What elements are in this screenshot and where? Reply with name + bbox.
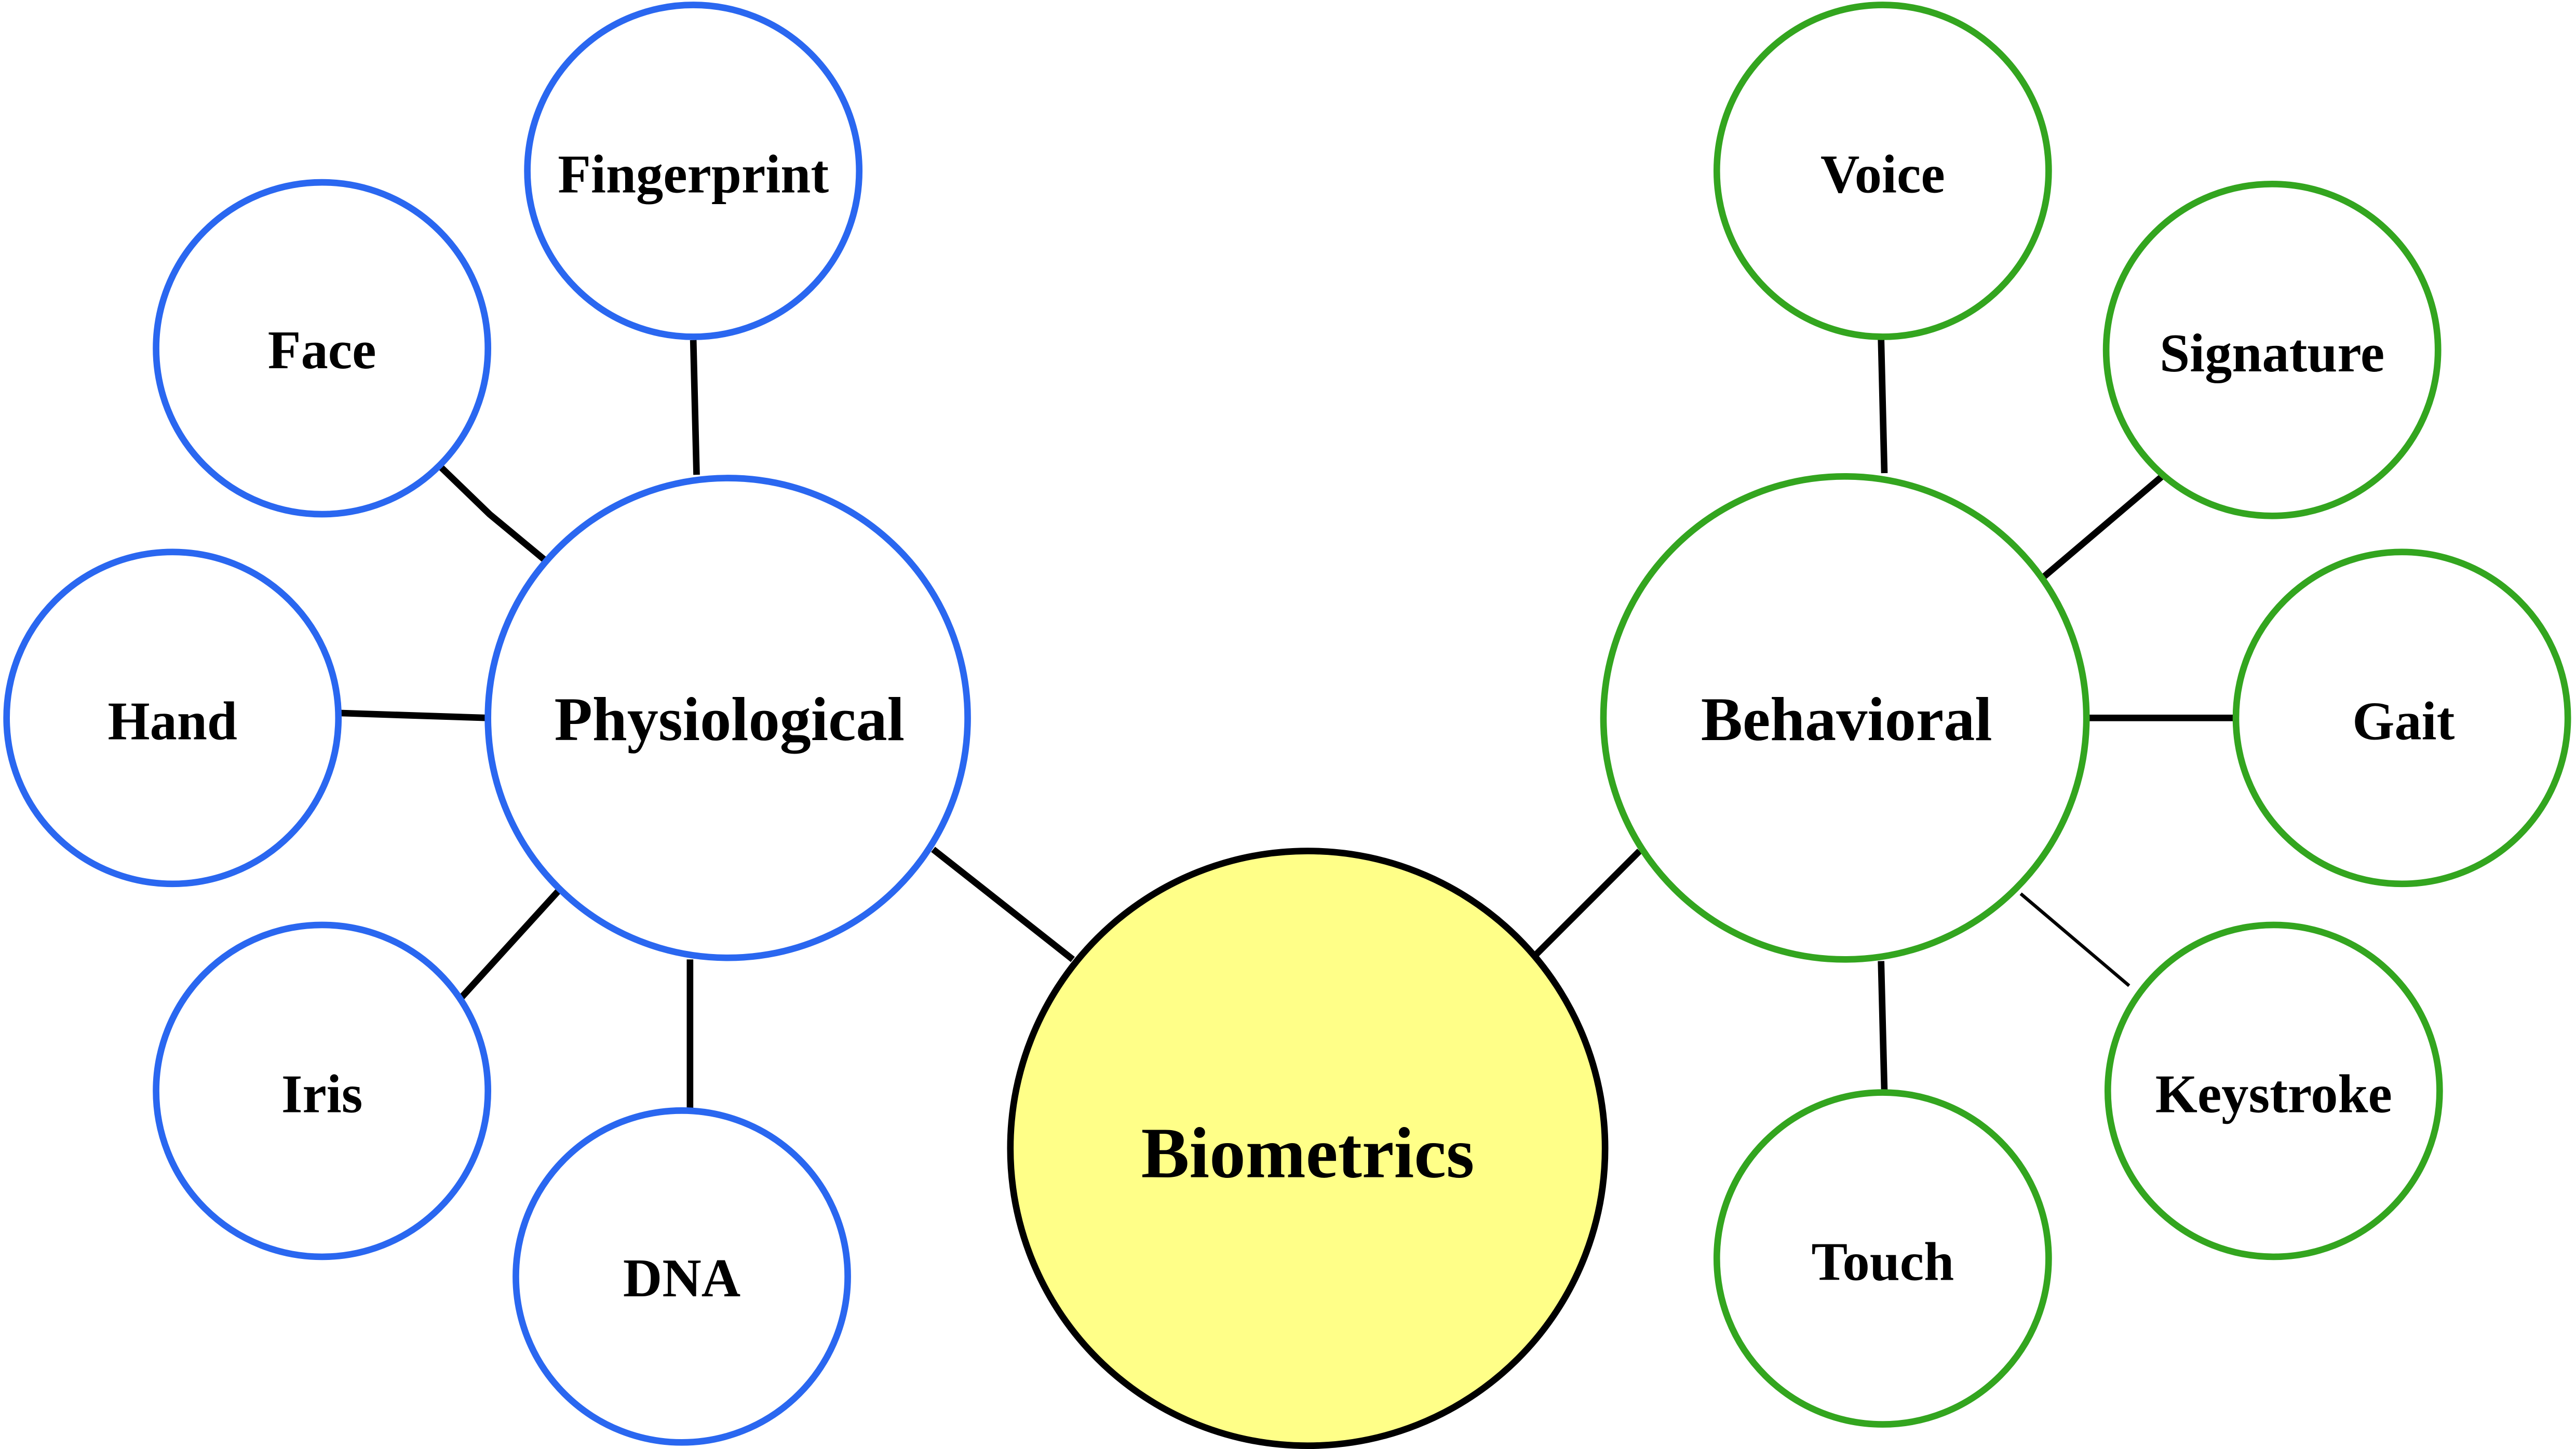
- node-label-physiological: Physiological: [554, 685, 905, 754]
- edges: [338, 338, 2236, 1109]
- node-biometrics: Biometrics: [1007, 848, 1609, 1449]
- edge-physiological-iris: [459, 884, 564, 1000]
- node-voice: Voice: [1713, 2, 2052, 340]
- node-gait: Gait: [2232, 548, 2571, 888]
- node-label-fingerprint: Fingerprint: [558, 144, 829, 204]
- node-face: Face: [153, 179, 492, 518]
- node-label-hand: Hand: [107, 691, 237, 752]
- node-label-biometrics: Biometrics: [1141, 1113, 1475, 1193]
- node-keystroke: Keystroke: [2104, 921, 2443, 1260]
- edge-behavioral-keystroke: [2019, 892, 2130, 987]
- node-dna: DNA: [512, 1107, 851, 1446]
- signature-circle: [2102, 180, 2442, 519]
- node-iris: Iris: [153, 921, 492, 1260]
- edge-root-behavioral: [1530, 849, 1642, 960]
- dna-circle: [512, 1107, 851, 1446]
- node-label-dna: DNA: [623, 1248, 740, 1308]
- face-circle: [153, 179, 492, 518]
- edge-root-physiological: [931, 847, 1075, 962]
- touch-circle: [1713, 1089, 2052, 1428]
- physiological-circle: [484, 475, 971, 961]
- node-hand: Hand: [3, 548, 342, 888]
- keystroke-circle: [2104, 921, 2443, 1260]
- edge-physiological-hand: [338, 709, 488, 721]
- node-label-keystroke: Keystroke: [2155, 1064, 2392, 1124]
- node-label-voice: Voice: [1820, 144, 1945, 204]
- fingerprint-circle: [524, 2, 863, 340]
- node-touch: Touch: [1713, 1089, 2052, 1428]
- node-label-behavioral: Behavioral: [1701, 685, 1992, 754]
- node-physiological: Physiological: [484, 475, 971, 961]
- edge-physiological-face: [438, 464, 549, 565]
- root-circle: [1007, 848, 1609, 1449]
- behavioral-circle: [1600, 473, 2090, 963]
- node-behavioral: Behavioral: [1600, 473, 2090, 963]
- edge-behavioral-signature: [2040, 474, 2164, 581]
- node-label-iris: Iris: [281, 1064, 363, 1124]
- node-signature: Signature: [2102, 180, 2442, 519]
- hand-circle: [3, 548, 342, 888]
- node-fingerprint: Fingerprint: [524, 2, 863, 340]
- iris-circle: [153, 921, 492, 1260]
- node-label-gait: Gait: [2352, 691, 2454, 752]
- edge-behavioral-voice: [1878, 338, 1888, 474]
- edge-behavioral-touch: [1878, 961, 1888, 1091]
- gait-circle: [2232, 548, 2571, 888]
- node-label-face: Face: [268, 320, 376, 380]
- node-label-touch: Touch: [1811, 1231, 1954, 1292]
- node-label-signature: Signature: [2160, 323, 2384, 383]
- voice-circle: [1713, 2, 2052, 340]
- edge-physiological-fingerprint: [690, 340, 700, 475]
